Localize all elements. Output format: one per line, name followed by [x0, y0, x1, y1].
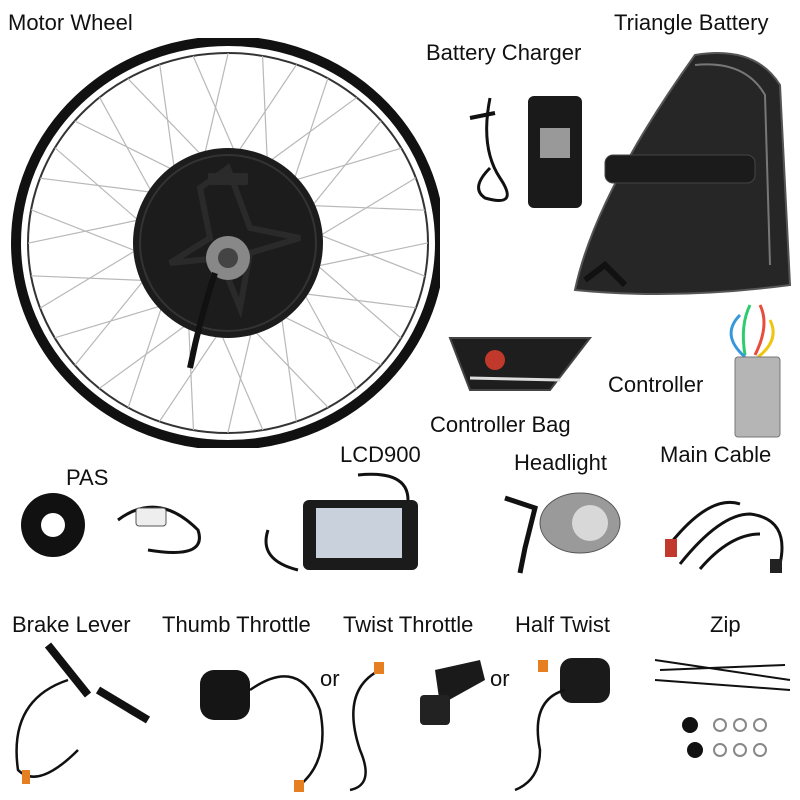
thumb-throttle-image [190, 650, 340, 795]
wheel-spoke [54, 147, 150, 231]
wheel-spoke [288, 78, 329, 195]
wheel-spoke [278, 301, 297, 422]
headlight-label: Headlight [514, 450, 607, 475]
controller-bag-image [440, 318, 600, 398]
wheel-spoke [27, 216, 153, 244]
wheel-spoke [302, 120, 382, 218]
battery-charger-image [460, 88, 600, 218]
controller-label: Controller [608, 372, 704, 397]
wheel-spoke [39, 242, 149, 309]
wheel-spoke [306, 229, 426, 277]
battery-charger-label: Battery Charger [426, 40, 582, 65]
triangle-battery-label: Triangle Battery [614, 10, 769, 35]
wheel-spoke [30, 209, 150, 257]
zip-label: Zip [710, 612, 741, 637]
wheel-spoke [289, 291, 417, 309]
controller-image [700, 295, 790, 445]
half-twist-image [510, 650, 620, 795]
wheel-spoke [296, 280, 357, 389]
motor-wheel-image [10, 38, 440, 448]
pas-image [8, 490, 218, 570]
wheel-spoke [39, 177, 167, 195]
zip-ties-image [650, 650, 795, 795]
pas-label: PAS [66, 465, 109, 490]
wheel-spoke [303, 242, 429, 270]
twist-throttle-image [340, 650, 490, 795]
controller-bag-label: Controller Bag [430, 412, 571, 437]
wheel-spoke [74, 268, 154, 366]
wheel-spoke [54, 300, 177, 339]
wheel-spoke [74, 120, 189, 178]
wheel-spoke [307, 177, 417, 244]
wheel-spoke [306, 255, 402, 339]
lcd900-label: LCD900 [340, 442, 421, 467]
lcd900-image [258, 470, 428, 580]
or-label-1: or [320, 666, 340, 691]
motor-wheel-label: Motor Wheel [8, 10, 133, 35]
wheel-spoke [99, 97, 160, 206]
wheel-spoke [267, 308, 382, 366]
main-cable-label: Main Cable [660, 442, 772, 467]
or-label-2: or [490, 666, 510, 691]
thumb-throttle-label: Thumb Throttle [162, 612, 311, 637]
half-twist-label: Half Twist [515, 612, 610, 637]
wheel-spoke [297, 204, 426, 211]
wheel-spoke [279, 147, 402, 186]
main-cable-image [660, 474, 800, 579]
brake-lever-label: Brake Lever [12, 612, 131, 637]
wheel-spoke [127, 291, 168, 408]
wheel-spoke [30, 275, 159, 282]
triangle-battery-image [565, 45, 795, 305]
wheel-spoke [159, 64, 178, 185]
brake-lever-image [8, 640, 168, 795]
headlight-image [495, 478, 625, 578]
twist-throttle-label: Twist Throttle [343, 612, 474, 637]
